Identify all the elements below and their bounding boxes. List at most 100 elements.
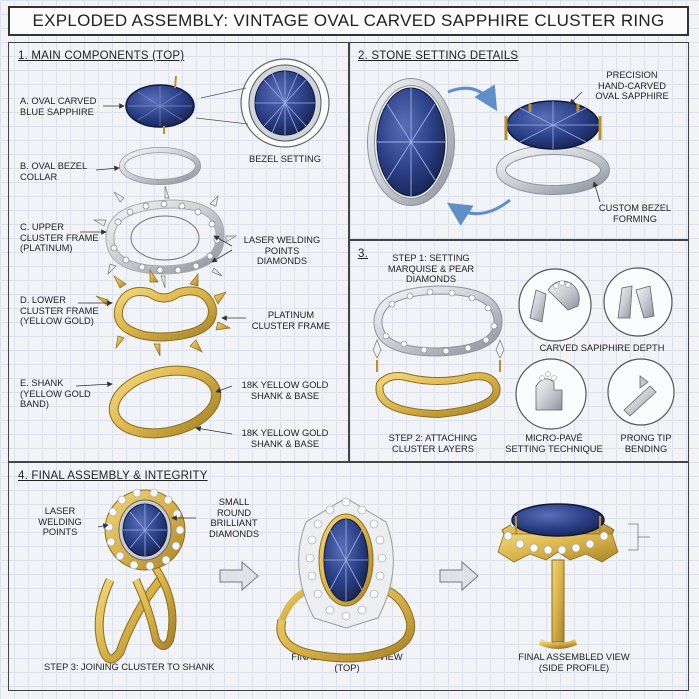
label-line: (PLATINUM) [20, 243, 73, 253]
label-line: WELDING [38, 516, 82, 527]
label-line: CLUSTER FRAME [251, 320, 331, 331]
page-title: EXPLODED ASSEMBLY: VINTAGE OVAL CARVED S… [8, 6, 689, 36]
label-line: STEP 2: ATTACHING [388, 433, 478, 443]
panel-main-components [8, 42, 349, 462]
panel2-title: 2. STONE SETTING DETAILS [358, 50, 519, 62]
label-line: (SIDE PROFILE) [538, 662, 610, 673]
detail-micro-pave [515, 358, 587, 430]
label-line: CLUSTER LAYERS [392, 443, 474, 454]
label-line: B. OVAL BEZEL [20, 161, 88, 171]
label-line: E. SHANK [20, 378, 64, 388]
label-line: DIAMONDS [256, 256, 308, 266]
label-line: 18K YELLOW GOLD [241, 380, 329, 390]
detail-carved-depth [518, 268, 592, 342]
sapphire-component [125, 75, 195, 134]
label-line: (TOP) [334, 662, 360, 673]
label-line: 18K YELLOW GOLD [241, 428, 329, 438]
page-title-text: EXPLODED ASSEMBLY: VINTAGE OVAL CARVED S… [32, 11, 665, 30]
label-line: POINTS [264, 245, 300, 256]
upper-cluster-frame [92, 185, 238, 289]
oval-bezel-view [367, 78, 455, 206]
label-line: FINAL ASSEMBLED VIEW [518, 652, 630, 662]
label-line: A. OVAL CARVED [20, 96, 97, 106]
label-line: BENDING [624, 443, 668, 454]
label-bezel-setting: BEZEL SETTING [240, 154, 330, 165]
label-line: D. LOWER [20, 295, 66, 305]
gold-shank [108, 365, 222, 439]
panel3-number: 3. [358, 248, 368, 260]
label-line: PLATINUM [267, 310, 315, 320]
label-line: BAND) [20, 399, 49, 409]
label-line: PRONG TIP [620, 433, 672, 443]
lower-cluster-frame [95, 268, 232, 357]
label-line: OVAL SAPPHIRE [595, 91, 669, 101]
step2-gold-layer [375, 372, 501, 419]
label-line: MICRO-PAVÉ [525, 433, 583, 443]
panel-final-assembly [8, 462, 689, 691]
label-line: CLUSTER FRAME [20, 232, 99, 243]
label-line: (YELLOW GOLD) [20, 316, 94, 326]
panel-stone-setting [349, 42, 689, 240]
label-line: ROUND [216, 507, 252, 518]
label-line: BLUE SAPPHIRE [20, 106, 94, 117]
label-line: BEZEL SETTING [249, 154, 321, 164]
assembly-arrows [219, 560, 479, 592]
label-line: C. UPPER [20, 222, 64, 232]
label-line: SMALL [218, 497, 250, 507]
label-line: FORMING [613, 213, 657, 224]
label-line: STEP 1: SETTING [392, 253, 470, 263]
panel1-title: 1. MAIN COMPONENTS (TOP) [18, 50, 185, 62]
label-carved-depth: CARVED SAPIPHIRE DEPTH [520, 343, 684, 354]
ring-step3 [94, 488, 196, 664]
label-line: DIAMONDS [405, 274, 457, 284]
label-line: SHANK & BASE [250, 390, 320, 401]
bezel-setting-circle [195, 58, 330, 148]
label-line: LASER WELDING [243, 235, 321, 245]
label-line: MARQUISE & PEAR [387, 263, 475, 274]
detail-prong-closeup [603, 267, 673, 337]
label-side-view: FINAL ASSEMBLED VIEW(SIDE PROFILE) [494, 652, 654, 673]
label-line: (YELLOW GOLD [20, 388, 91, 399]
label-line: CLUSTER FRAME [20, 305, 99, 316]
label-line: STEP 3: JOINING CLUSTER TO SHANK [44, 662, 215, 672]
label-line: POINTS [42, 527, 78, 537]
label-line: CARVED SAPIPHIRE DEPTH [539, 343, 665, 353]
setting-arrows [446, 84, 511, 226]
detail-prong-tip [607, 358, 675, 426]
sapphire-in-prongs [496, 100, 610, 195]
panel-step-details [349, 240, 689, 462]
label-line: HAND-CARVED [597, 80, 666, 91]
label-line: CUSTOM BEZEL [598, 203, 672, 213]
step1-frame [372, 285, 505, 372]
label-line: BRILLIANT [210, 518, 258, 528]
label-line: PRECISION [606, 70, 658, 80]
bezel-collar [119, 147, 201, 185]
label-line: DIAMONDS [208, 528, 260, 539]
label-line: SHANK & BASE [250, 438, 320, 449]
panel4-title: 4. FINAL ASSEMBLY & INTEGRITY [18, 470, 208, 482]
label-line: SETTING TECHNIQUE [505, 443, 603, 454]
ring-top-view [276, 497, 416, 663]
label-step3: STEP 3: JOINING CLUSTER TO SHANK [44, 662, 215, 673]
label-line: LASER [44, 506, 76, 516]
label-line: COLLAR [20, 171, 58, 182]
